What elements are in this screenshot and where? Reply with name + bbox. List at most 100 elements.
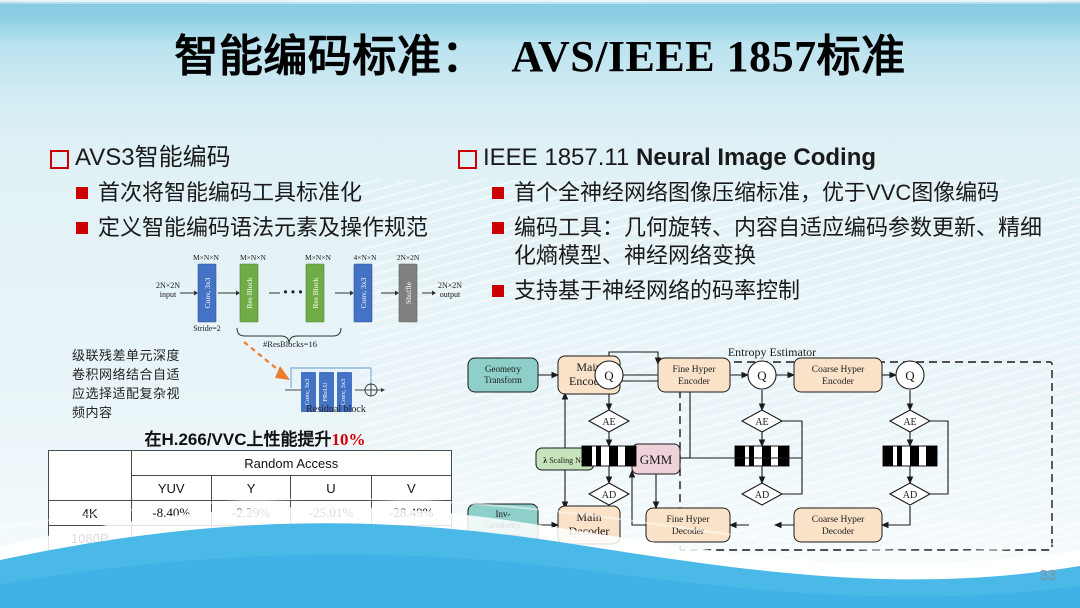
svg-text:Fine Hyper: Fine Hyper [666, 515, 710, 525]
svg-text:Q: Q [757, 368, 767, 383]
label-mxnxn-2: M×N×N [240, 253, 267, 262]
resblocks-bracket: #ResBlocks=16 [236, 327, 342, 348]
top-band-highlight [0, 0, 1080, 4]
label-mxnxn-1: M×N×N [193, 253, 220, 262]
quantizer-coarse: Q [895, 360, 925, 390]
svg-text:AE: AE [602, 417, 615, 428]
cascade-figure-caption: 级联残差单元深度卷积网络结合自适应选择适配复杂视频内容 [72, 348, 181, 420]
cascade-network-figure: M×N×N M×N×N M×N×N 4×N×N 2N×2N 2N×2N inpu… [150, 252, 468, 332]
coarse-hyper-encoder-node: Coarse Hyper Encoder [793, 357, 883, 393]
table-group-header: Random Access [130, 450, 453, 476]
svg-text:AD: AD [903, 490, 917, 501]
table-title-text: 在H.266/VVC上性能提升 [144, 430, 332, 449]
svg-text:Q: Q [905, 368, 915, 383]
svg-text:Coarse Hyper: Coarse Hyper [812, 515, 865, 525]
quantizer-fine: Q [747, 360, 777, 390]
conv-block-1 [197, 263, 217, 323]
label-4xnxn: 4×N×N [353, 253, 377, 262]
svg-text:Conv, 3x3: Conv, 3x3 [340, 379, 347, 406]
solid-square-bullet-icon [492, 284, 504, 297]
svg-text:Inv-: Inv- [496, 509, 511, 519]
left-heading: AVS3智能编码 [50, 143, 450, 173]
svg-text:PReLU: PReLU [322, 382, 329, 402]
svg-text:Conv, 3x3: Conv, 3x3 [203, 277, 212, 308]
svg-text:Res Block: Res Block [245, 277, 254, 308]
res-prelu [319, 372, 334, 412]
res-conv-2 [337, 372, 352, 412]
res-conv-1 [301, 372, 316, 412]
dashed-pointer-arrow [243, 341, 290, 380]
svg-text:Res Block: Res Block [311, 277, 320, 308]
svg-text:Coarse Hyper: Coarse Hyper [812, 365, 865, 375]
svg-text:AE: AE [755, 417, 768, 428]
ellipsis-dots: • • • [283, 285, 302, 299]
svg-text:Fine Hyper: Fine Hyper [672, 365, 716, 375]
stride-label: Stride=2 [193, 324, 221, 332]
right-column: IEEE 1857.11 Neural Image Coding 首个全神经网络… [458, 143, 1058, 305]
right-bullet-3-label: 支持基于神经网络的码率控制 [514, 277, 801, 303]
svg-text:λ Scaling Net: λ Scaling Net [543, 456, 587, 465]
right-heading: IEEE 1857.11 Neural Image Coding [458, 143, 1058, 173]
gmm-node: GMM [631, 443, 681, 475]
svg-text:Conv, 3x3: Conv, 3x3 [359, 277, 368, 308]
table-header-row-1: Random Access [48, 450, 453, 501]
page-number: 33 [1039, 567, 1056, 584]
left-bullet-1: 首次将智能编码工具标准化 [76, 179, 450, 208]
svg-text:Transform: Transform [484, 375, 522, 385]
svg-text:Q: Q [604, 368, 614, 383]
svg-text:Decoder: Decoder [672, 527, 705, 537]
svg-text:Conv, 3x3: Conv, 3x3 [304, 379, 311, 406]
label-mxnxn-3: M×N×N [305, 253, 332, 262]
svg-text:Encoder: Encoder [822, 377, 854, 387]
right-bullet-3: 支持基于神经网络的码率控制 [492, 277, 1058, 306]
arithmetic-encoder-main: AE [587, 409, 631, 433]
right-bullet-2: 编码工具：几何旋转、内容自适应编码参数更新、精细化熵模型、神经网络变换 [492, 214, 1058, 271]
res-block-n [305, 263, 325, 323]
table-title: 在H.266/VVC上性能提升10% [45, 425, 465, 450]
bitstream-coarse [882, 445, 938, 467]
coarse-hyper-decoder-node: Coarse Hyper Decoder [793, 507, 883, 543]
res-block-1 [239, 263, 259, 323]
right-bullet-1: 首个全神经网络图像压缩标准，优于VVC图像编码 [492, 179, 1058, 208]
left-heading-label: AVS3智能编码 [75, 144, 231, 171]
right-heading-bold: Neural Image Coding [636, 144, 877, 171]
shuffle-block [398, 263, 418, 323]
conv-block-2 [353, 263, 373, 323]
right-bullet-2-label: 编码工具：几何旋转、内容自适应编码参数更新、精细化熵模型、神经网络变换 [514, 214, 1043, 269]
svg-text:Encoder: Encoder [678, 377, 710, 387]
input-label-line2: input [160, 290, 177, 299]
title-cn-prefix: 智能编码标准： [174, 32, 486, 81]
svg-text:GMM: GMM [640, 452, 673, 467]
left-bullet-2: 定义智能编码语法元素及操作规范 [76, 214, 450, 243]
right-bullet-1-label: 首个全神经网络图像压缩标准，优于VVC图像编码 [514, 180, 1000, 205]
hollow-square-bullet-icon [458, 150, 477, 169]
bitstream-fine [734, 445, 790, 467]
right-heading-label: IEEE 1857.11 Neural Image Coding [483, 143, 876, 173]
output-label-line2: output [440, 290, 461, 299]
top-edge-line [0, 0, 1080, 2]
table-title-highlight: 10% [331, 430, 366, 449]
residual-block-caption: Residual block [306, 404, 366, 415]
slide-title: 智能编码标准： AVS/IEEE 1857标准 [0, 32, 1080, 83]
arithmetic-decoder-coarse: AD [888, 482, 932, 506]
bottom-wave-decoration [0, 497, 1080, 608]
arithmetic-decoder-main: AD [587, 482, 631, 506]
right-heading-prefix: IEEE 1857.11 [483, 144, 636, 171]
solid-square-bullet-icon [76, 221, 88, 234]
entropy-estimator-label: Entropy Estimator [728, 348, 816, 359]
title-cn-suffix: 标准 [816, 32, 906, 81]
svg-text:AD: AD [755, 490, 769, 501]
svg-text:AE: AE [903, 417, 916, 428]
svg-text:AD: AD [602, 490, 616, 501]
table-subheader-y: Y [210, 475, 292, 501]
fine-hyper-encoder-node: Fine Hyper Encoder [657, 357, 731, 393]
solid-square-bullet-icon [76, 187, 88, 199]
arithmetic-encoder-coarse: AE [888, 409, 932, 433]
svg-text:Decoder: Decoder [822, 527, 855, 537]
bitstream-main [581, 445, 637, 467]
table-row-label: 4K [48, 500, 132, 526]
left-column: AVS3智能编码 首次将智能编码工具标准化 定义智能编码语法元素及操作规范 [50, 143, 450, 242]
svg-text:Geometry: Geometry [485, 364, 521, 374]
input-label-line1: 2N×2N [156, 281, 180, 290]
